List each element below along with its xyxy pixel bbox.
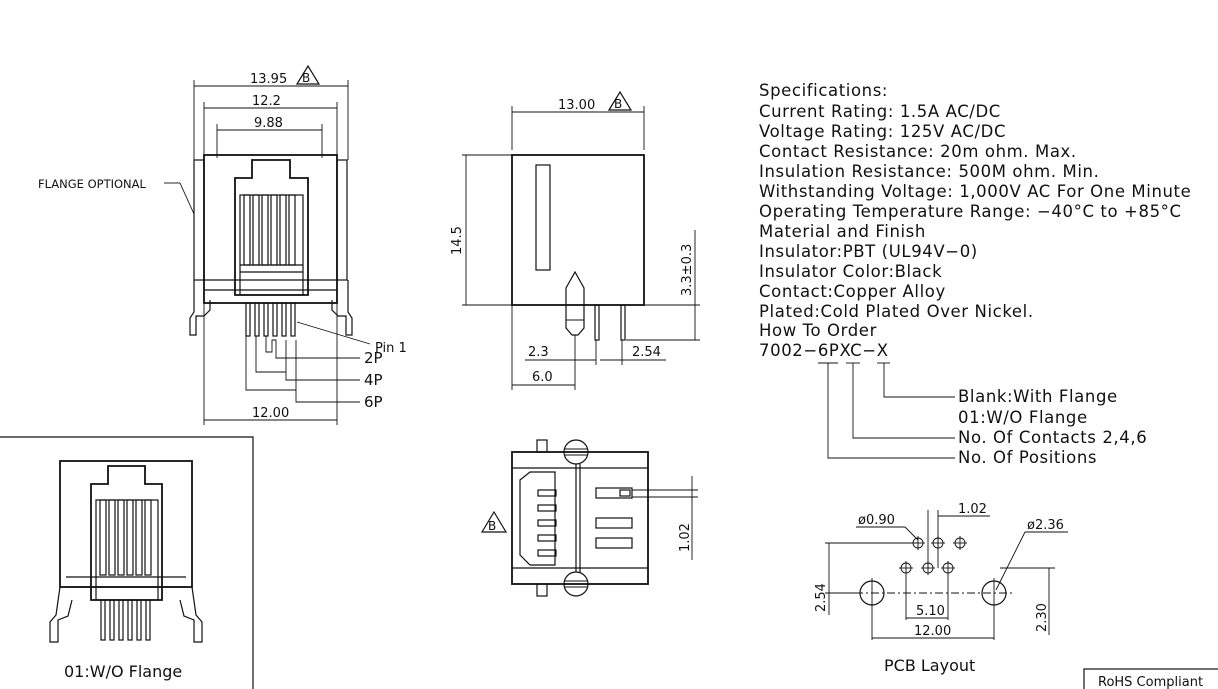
rohs-box: RoHS Compliant [1083,668,1218,689]
rev-mark-triangle [295,64,321,85]
pcb-peg-offset: 2.30 [1035,603,1050,632]
order-code: 7002−6PXC−X [759,341,889,360]
spec-line: Contact Resistance: 20m ohm. Max. [759,142,1077,161]
pin1-label: Pin 1 [375,341,407,356]
front-inner-width: 12.2 [252,94,281,109]
bottom-rev-mark: B [488,519,496,533]
bottom-view: 1.02 B [480,439,698,597]
spec-line: Current Rating: 1.5A AC/DC [759,102,1001,121]
front-view: 13.95 B 12.2 9.88 [38,64,407,425]
spec-line: How To Order [759,321,877,340]
front-base-width: 12.00 [252,406,289,421]
pcb-layout: ø0.90 1.02 ø2.36 5.10 12.00 [814,502,1068,675]
spec-line: Insulator Color:Black [759,262,942,281]
pin-6p-label: 6P [364,393,383,411]
pcb-hole-span: 12.00 [914,624,951,639]
spec-line: Withstanding Voltage: 1,000V AC For One … [759,182,1191,201]
order-label-contacts: No. Of Contacts 2,4,6 [958,428,1147,447]
pcb-large-hole: ø2.36 [1027,518,1064,533]
front-pins [245,302,296,337]
front-plug-width: 9.88 [254,116,283,131]
spec-line: Insulation Resistance: 500M ohm. Min. [759,162,1099,181]
pin-2p-label: 2P [364,349,383,367]
side-pin-pitch: 2.54 [632,345,661,360]
spec-line: Operating Temperature Range: −40°C to +8… [759,202,1182,221]
spec-line: Specifications: [759,81,888,100]
spec-line: Contact:Copper Alloy [759,282,946,301]
side-body-offset: 6.0 [532,370,553,385]
rohs-label: RoHS Compliant [1098,675,1203,689]
spec-line: Plated:Cold Plated Over Nickel. [759,302,1034,321]
side-pin-length: 3.3±0.3 [680,244,695,296]
flange-optional-label: FLANGE OPTIONAL [38,177,147,191]
pcb-pin-span: 5.10 [916,604,945,619]
order-label-flange: Blank:With Flange [958,387,1118,406]
specifications: Specifications: Current Rating: 1.5A AC/… [759,81,1191,360]
pcb-small-hole: ø0.90 [858,513,895,528]
pin-4p-label: 4P [364,371,383,389]
side-view: 13.00 B 14.5 3.3±0.3 2.3 2.54 6.0 [450,90,700,390]
side-peg [565,270,585,336]
right-peg [331,280,353,336]
plug-opening [234,159,309,296]
front-overall-width: 13.95 [250,72,287,87]
pcb-pitch: 1.02 [958,502,987,517]
order-label-positions: No. Of Positions [958,448,1097,467]
order-label-wo-flange: 01:W/O Flange [958,408,1088,427]
bottom-dim: 1.02 [678,523,693,552]
front-rev-mark: B [302,71,310,85]
inset-caption: 01:W/O Flange [64,662,182,681]
order-code-breakdown: Blank:With Flange 01:W/O Flange No. Of C… [818,362,1147,467]
left-peg [189,280,211,336]
spec-line: Insulator:PBT (UL94V−0) [759,242,978,261]
pcb-layout-title: PCB Layout [884,656,975,675]
spec-line: Material and Finish [759,222,926,241]
side-body [511,154,645,306]
side-width: 13.00 [558,98,595,113]
inset-wo-flange: 01:W/O Flange [0,436,254,689]
side-rev-mark: B [614,97,622,111]
side-pin-offset: 2.3 [528,345,549,360]
spec-line: Voltage Rating: 125V AC/DC [759,122,1006,141]
side-height: 14.5 [450,226,465,255]
pcb-row-spacing: 2.54 [814,583,829,612]
